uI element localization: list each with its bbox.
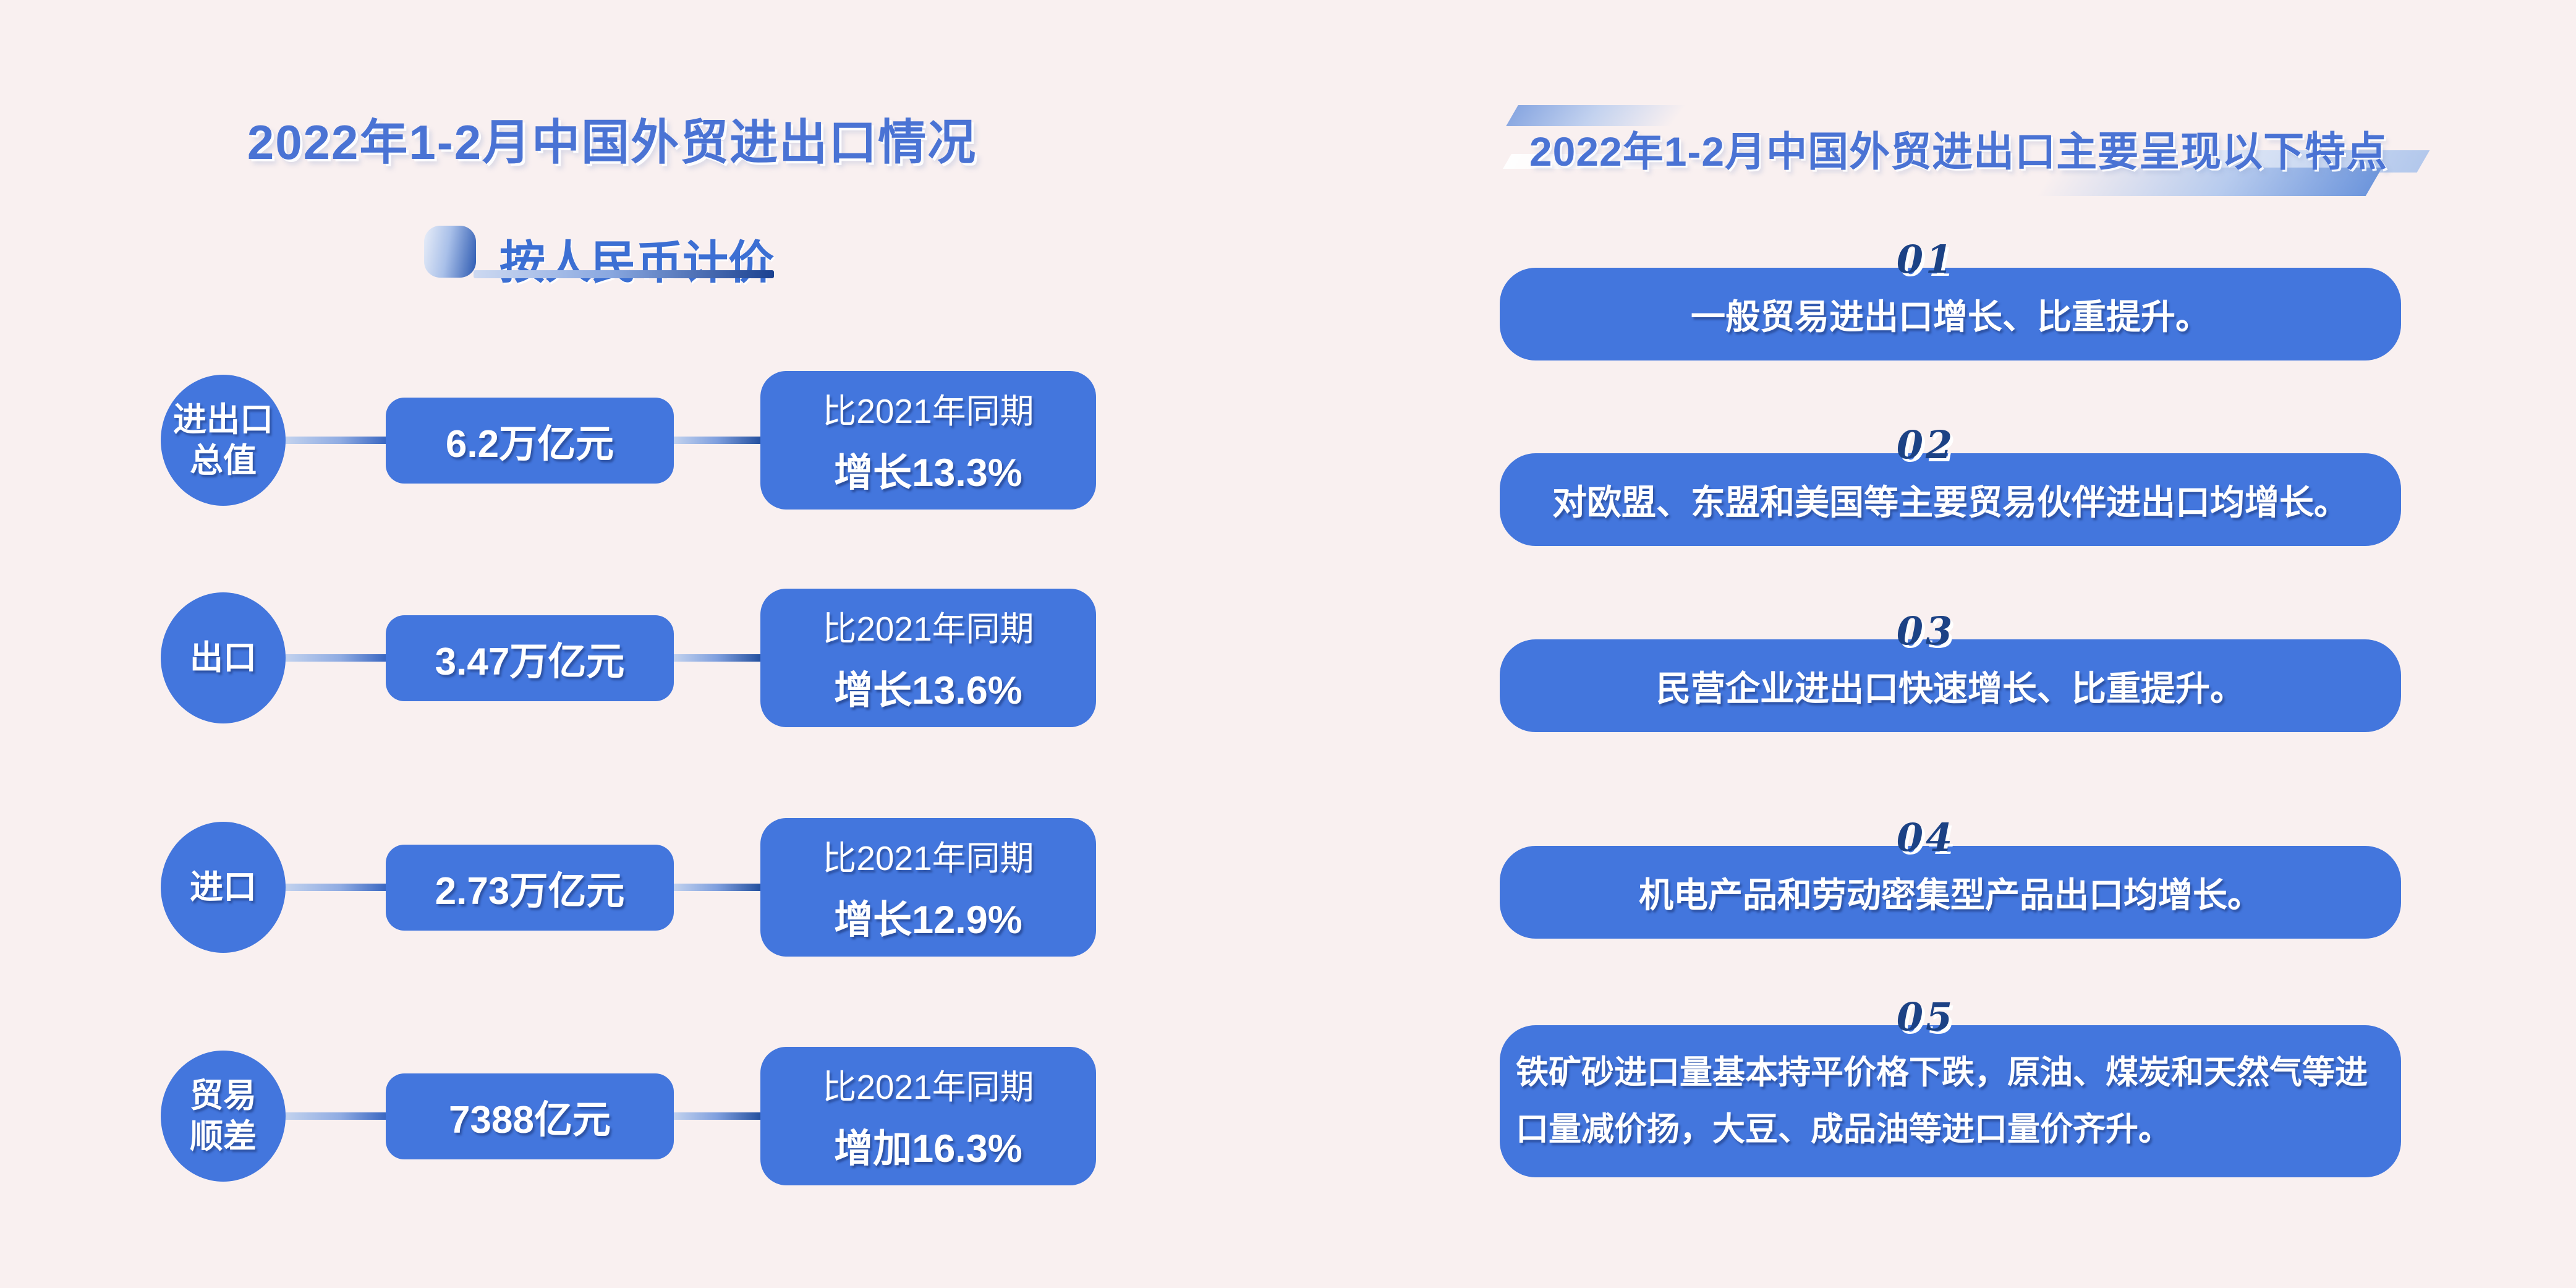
connector-line (286, 654, 386, 662)
feature-text: 民营企业进出口快速增长、比重提升。 (1656, 668, 2245, 708)
circle-label-line: 总值 (190, 442, 257, 479)
feature-item: 04 机电产品和劳动密集型产品出口均增长。 (1500, 817, 2401, 939)
growth-box: 比2021年同期 增加16.3% (760, 1047, 1096, 1185)
feature-text: 对欧盟、东盟和美国等主要贸易伙伴进出口均增长。 (1552, 482, 2349, 522)
connector-line (674, 884, 760, 891)
subtitle-underline (474, 270, 774, 278)
feature-pill: 铁矿砂进口量基本持平价格下跌，原油、煤炭和天然气等进口量减价扬，大豆、成品油等进… (1500, 1025, 2401, 1177)
feature-number: 03 (1896, 608, 1955, 654)
left-title: 2022年1-2月中国外贸进出口情况 (247, 115, 977, 169)
feature-item: 05 铁矿砂进口量基本持平价格下跌，原油、煤炭和天然气等进口量减价扬，大豆、成品… (1500, 997, 2401, 1177)
value-box: 7388亿元 (386, 1073, 674, 1159)
flow-row-total: 进出口 总值 6.2万亿元 比2021年同期 增长13.3% (161, 371, 1100, 510)
growth-box: 比2021年同期 增长13.6% (760, 589, 1096, 727)
category-circle: 进出口 总值 (161, 375, 286, 506)
compare-period-text: 比2021年同期 (822, 1067, 1034, 1106)
circle-label-line: 出口 (190, 639, 257, 676)
value-box: 2.73万亿元 (386, 844, 674, 931)
category-circle: 进口 (161, 822, 286, 953)
circle-label-line: 顺差 (190, 1118, 257, 1155)
growth-rate-text: 增长13.3% (834, 451, 1022, 495)
category-circle: 出口 (161, 592, 286, 723)
feature-number: 02 (1896, 422, 1955, 467)
connector-line (286, 437, 386, 444)
feature-pill: 机电产品和劳动密集型产品出口均增长。 (1500, 846, 2401, 939)
compare-period-text: 比2021年同期 (822, 391, 1034, 430)
connector-line (674, 1112, 760, 1120)
circle-label-line: 进口 (190, 869, 257, 906)
growth-rate-text: 增加16.3% (834, 1127, 1022, 1171)
connector-line (674, 437, 760, 444)
value-text: 7388亿元 (449, 1099, 611, 1141)
connector-line (674, 654, 760, 662)
feature-number: 04 (1896, 815, 1955, 860)
feature-text: 机电产品和劳动密集型产品出口均增长。 (1639, 875, 2262, 915)
feature-item: 01 一般贸易进出口增长、比重提升。 (1500, 239, 2401, 360)
capsule-bullet-icon (424, 226, 476, 278)
right-title: 2022年1-2月中国外贸进出口主要呈现以下特点 (1529, 129, 2388, 174)
value-box: 3.47万亿元 (386, 615, 674, 701)
category-circle: 贸易 顺差 (161, 1051, 286, 1182)
feature-text: 一般贸易进出口增长、比重提升。 (1691, 297, 2210, 336)
growth-rate-text: 增长12.9% (834, 898, 1022, 942)
subtitle-label: 按人民币计价 (499, 237, 774, 288)
value-text: 6.2万亿元 (445, 423, 614, 466)
feature-number: 05 (1896, 994, 1955, 1039)
growth-box: 比2021年同期 增长13.3% (760, 371, 1096, 510)
circle-label-line: 进出口 (173, 401, 273, 438)
growth-box: 比2021年同期 增长12.9% (760, 818, 1096, 957)
value-box: 6.2万亿元 (386, 397, 674, 484)
feature-item: 03 民营企业进出口快速增长、比重提升。 (1500, 611, 2401, 732)
feature-pill: 一般贸易进出口增长、比重提升。 (1500, 268, 2401, 360)
growth-rate-text: 增长13.6% (834, 668, 1022, 712)
feature-text: 铁矿砂进口量基本持平价格下跌，原油、煤炭和天然气等进口量减价扬，大豆、成品油等进… (1516, 1054, 2368, 1148)
value-text: 3.47万亿元 (435, 641, 625, 683)
connector-line (286, 884, 386, 891)
compare-period-text: 比2021年同期 (822, 838, 1034, 877)
connector-line (286, 1112, 386, 1120)
feature-pill: 民营企业进出口快速增长、比重提升。 (1500, 639, 2401, 732)
feature-item: 02 对欧盟、东盟和美国等主要贸易伙伴进出口均增长。 (1500, 425, 2401, 546)
value-text: 2.73万亿元 (435, 870, 625, 913)
circle-label-line: 贸易 (190, 1077, 257, 1114)
feature-number: 01 (1896, 237, 1955, 282)
feature-pill: 对欧盟、东盟和美国等主要贸易伙伴进出口均增长。 (1500, 453, 2401, 546)
flow-row-import: 进口 2.73万亿元 比2021年同期 增长12.9% (161, 818, 1100, 957)
compare-period-text: 比2021年同期 (822, 609, 1034, 648)
flow-row-surplus: 贸易 顺差 7388亿元 比2021年同期 增加16.3% (161, 1047, 1100, 1185)
flow-row-export: 出口 3.47万亿元 比2021年同期 增长13.6% (161, 589, 1100, 727)
